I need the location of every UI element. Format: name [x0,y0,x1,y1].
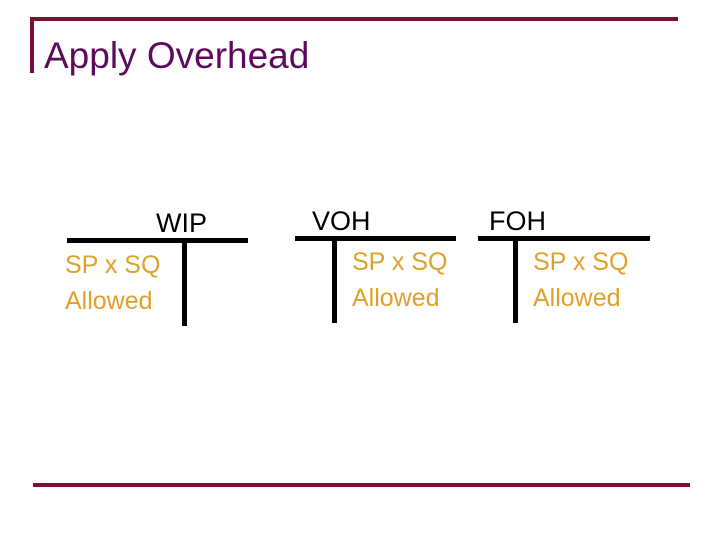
title-top-rule [30,17,678,21]
t-account-entry-line-2: Allowed [533,284,621,312]
page-title: Apply Overhead [44,35,310,76]
footer-rule [33,483,690,487]
t-account-vertical-stem [182,243,187,326]
t-account-horizontal-bar [295,236,456,241]
t-account-horizontal-bar [478,236,650,241]
t-account-entry-line-1: SP x SQ [352,248,448,276]
t-account-entry-line-1: SP x SQ [533,248,629,276]
t-account-entry-line-2: Allowed [352,284,440,312]
t-account-label-foh: FOH [489,206,546,236]
t-account-entry-voh: SP x SQ Allowed [352,244,447,316]
t-account-entry-line-1: SP x SQ [65,251,161,279]
title-left-rule [30,17,34,73]
t-account-horizontal-bar [67,238,248,243]
t-account-entry-line-2: Allowed [65,287,153,315]
t-account-vertical-stem [332,241,337,323]
t-account-label-wip: WIP [156,208,207,238]
t-account-entry-wip: SP x SQ Allowed [65,247,160,319]
t-account-label-voh: VOH [312,206,371,236]
t-account-vertical-stem [513,241,518,323]
t-account-entry-foh: SP x SQ Allowed [533,244,628,316]
